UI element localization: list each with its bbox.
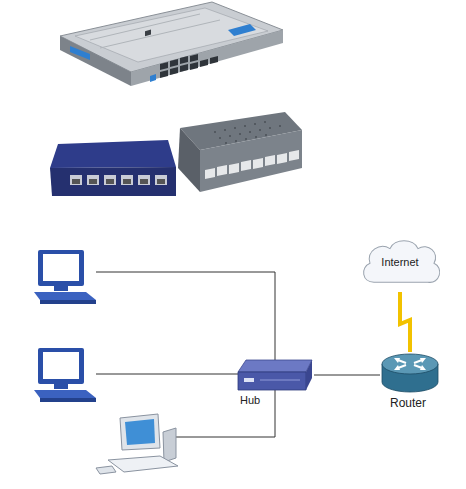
node-label: Internet [360, 256, 440, 268]
computer-icon [96, 414, 178, 474]
router-shape [380, 352, 440, 398]
hub-shape [236, 358, 314, 392]
node-label: Hub [240, 394, 260, 406]
blade-card [60, 2, 283, 86]
cloud-node: Internet [360, 236, 440, 292]
network-wire [96, 272, 275, 437]
gray-switch-photo [178, 112, 302, 192]
hub-node: Hub [236, 358, 314, 392]
router-node: Router [380, 352, 440, 398]
node-label: Router [390, 396, 426, 410]
network-link [314, 375, 380, 376]
lightning-link [400, 292, 410, 352]
blue-hub-photo [50, 140, 176, 196]
computer-icon [34, 348, 96, 402]
computer-icon [34, 250, 96, 304]
